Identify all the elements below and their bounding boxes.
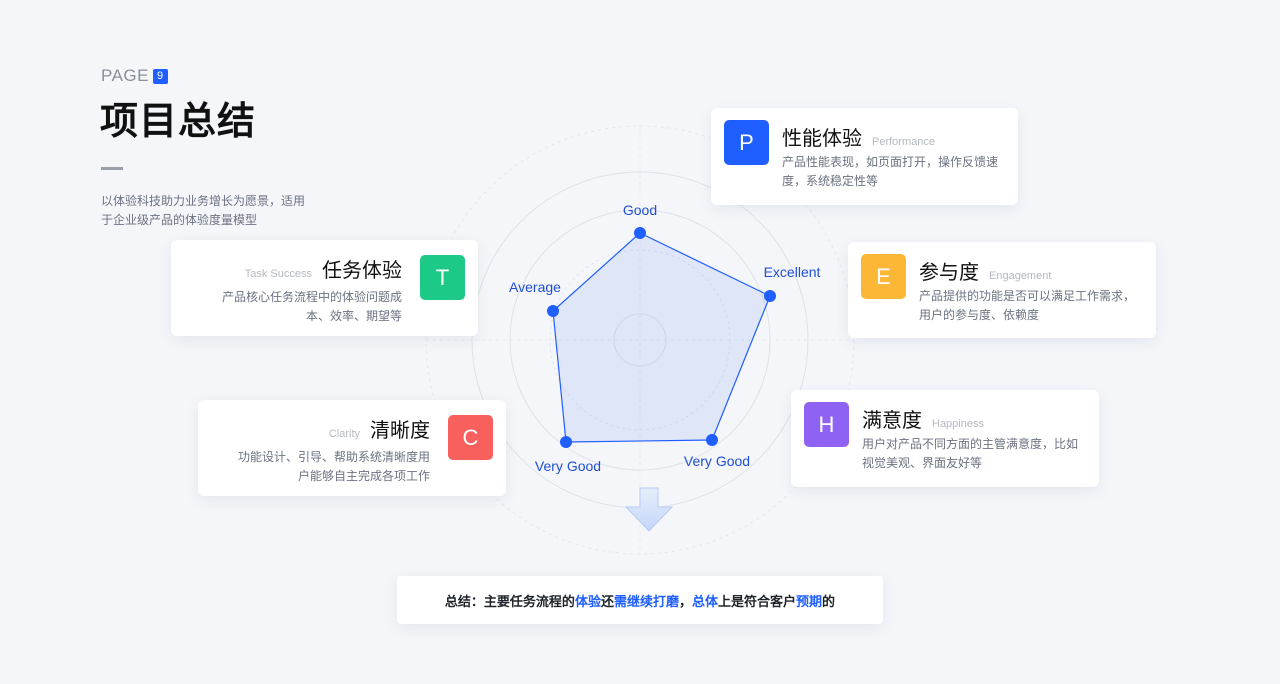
task-success-desc: 产品核心任务流程中的体验问题成本、效率、期望等 (221, 290, 402, 323)
card-engagement: E 参与度 Engagement 产品提供的功能是否可以满足工作需求，用户的参与… (848, 242, 1156, 338)
happiness-desc: 用户对产品不同方面的主管满意度，比如视觉美观、界面友好等 (862, 437, 1079, 470)
summary-highlight-polish: 需继续打磨 (613, 594, 679, 610)
page-label: PAGE 9 (101, 66, 168, 86)
radar-point-good (634, 227, 646, 239)
clarity-desc: 功能设计、引导、帮助系统清晰度用户能够自主完成各项工作 (237, 450, 430, 483)
happiness-badge-icon: H (804, 402, 849, 447)
card-task-success: T 任务体验 Task Success 产品核心任务流程中的体验问题成本、效率、… (171, 240, 478, 336)
performance-badge-letter: P (739, 129, 754, 155)
radar-points (547, 227, 776, 448)
engagement-badge-letter: E (876, 263, 891, 289)
performance-badge-icon: P (724, 120, 769, 165)
summary-highlight-experience: 体验 (574, 594, 601, 610)
summary-part-1: 总结：主要任务流程的 (444, 594, 575, 610)
engagement-title: 参与度 (919, 260, 979, 284)
radar-point-average (547, 305, 559, 317)
clarity-title: 清晰度 (370, 418, 430, 442)
card-performance: P 性能体验 Performance 产品性能表现，如页面打开，操作反馈速度，系… (711, 108, 1018, 205)
task-success-title: 任务体验 (322, 258, 402, 282)
engagement-head: 参与度 Engagement (919, 256, 1051, 285)
clarity-badge-letter: C (462, 424, 479, 450)
engagement-desc: 产品提供的功能是否可以满足工作需求，用户的参与度、依赖度 (919, 289, 1136, 322)
task-success-badge-letter: T (435, 264, 450, 290)
page-number-badge: 9 (152, 69, 168, 84)
happiness-badge-letter: H (818, 411, 835, 437)
clarity-badge-icon: C (448, 415, 493, 460)
axis-label-good: Good (623, 202, 657, 218)
radar-axis-labels: Good Excellent Very Good Very Good Avera… (509, 202, 820, 474)
engagement-badge-icon: E (861, 254, 906, 299)
performance-head: 性能体验 Performance (782, 122, 935, 151)
summary-box: 总结：主要任务流程的体验还需继续打磨，总体上是符合客户预期的 (397, 576, 883, 624)
clarity-en: Clarity (328, 428, 360, 440)
summary-highlight-overall: 总体 (692, 594, 719, 610)
engagement-en: Engagement (989, 270, 1052, 282)
happiness-head: 满意度 Happiness (862, 404, 984, 433)
card-clarity: C 清晰度 Clarity 功能设计、引导、帮助系统清晰度用户能够自主完成各项工… (198, 400, 506, 496)
summary-highlight-expectation: 预期 (796, 594, 823, 610)
axis-label-average: Average (509, 279, 561, 295)
task-success-head: 任务体验 Task Success (245, 254, 402, 283)
performance-en: Performance (872, 136, 935, 148)
page-label-text: PAGE (101, 66, 149, 85)
down-arrow-icon (624, 487, 674, 532)
card-happiness: H 满意度 Happiness 用户对产品不同方面的主管满意度，比如视觉美观、界… (791, 390, 1099, 487)
performance-desc: 产品性能表现，如页面打开，操作反馈速度，系统稳定性等 (782, 155, 999, 188)
axis-label-excellent: Excellent (764, 264, 821, 280)
radar-point-very-good-left (560, 436, 572, 448)
radar-polygon (552, 232, 771, 443)
summary-part-4: 上是符合客户 (718, 594, 797, 610)
radar-point-very-good-right (706, 434, 718, 446)
happiness-en: Happiness (932, 418, 984, 430)
happiness-title: 满意度 (862, 408, 922, 432)
summary-part-5: 的 (822, 594, 836, 610)
axis-label-very-good-right: Very Good (684, 453, 750, 469)
summary-part-3: ， (678, 594, 692, 610)
title-divider (101, 167, 123, 170)
radar-point-excellent (764, 290, 776, 302)
task-success-en: Task Success (244, 268, 312, 280)
performance-title: 性能体验 (782, 126, 862, 150)
clarity-head: 清晰度 Clarity (329, 414, 430, 443)
axis-label-very-good-left: Very Good (535, 458, 601, 474)
summary-part-2: 还 (600, 594, 614, 610)
task-success-badge-icon: T (420, 255, 465, 300)
page-title: 项目总结 (100, 99, 257, 143)
page-description: 以体验科技助力业务增长为愿景，适用于企业级产品的体验度量模型 (101, 194, 306, 227)
